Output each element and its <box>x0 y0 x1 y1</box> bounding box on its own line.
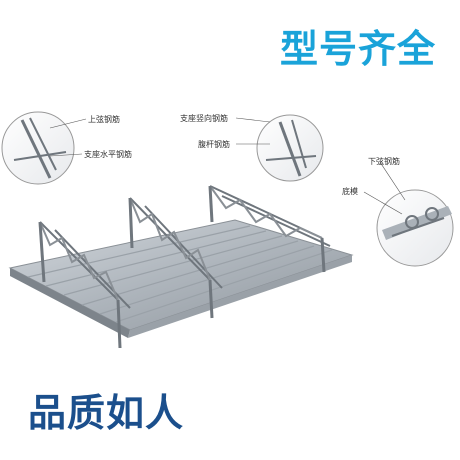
label-bottom-form: 底模 <box>342 187 358 196</box>
label-top-chord: 上弦钢筋 <box>88 115 120 124</box>
label-web-bar: 腹杆钢筋 <box>198 140 230 149</box>
label-bottom-chord: 下弦钢筋 <box>368 157 400 166</box>
detail-circle-right <box>376 189 454 267</box>
label-support-vertical: 支座竖向钢筋 <box>180 114 228 123</box>
leader-lines <box>49 117 406 215</box>
detail-circle-left <box>1 111 75 185</box>
steel-bar-trusses <box>38 185 331 349</box>
headline-top: 型号齐全 <box>279 27 436 71</box>
steel-deck-sheet <box>8 219 354 338</box>
label-support-horizontal: 支座水平钢筋 <box>84 150 132 159</box>
headline-bottom: 品质如人 <box>28 391 185 435</box>
detail-circle-middle <box>256 114 324 182</box>
